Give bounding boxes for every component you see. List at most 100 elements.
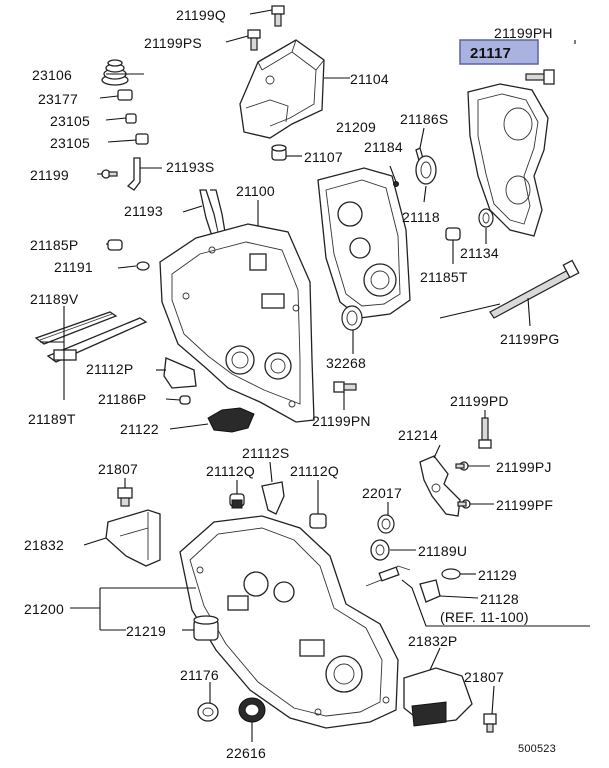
label-21128[interactable]: 21128: [480, 591, 519, 607]
bolt-21199Q-drawing: [271, 5, 285, 27]
label-21189U[interactable]: 21189U: [418, 543, 467, 559]
rod-21193S-drawing: [126, 157, 141, 191]
bracket-21200-lines: [70, 587, 196, 631]
label-21107[interactable]: 21107: [304, 149, 343, 165]
label-21200[interactable]: 21200: [24, 601, 64, 617]
seal-21189U-drawing: [370, 539, 390, 561]
label-21199PN[interactable]: 21199PN: [312, 413, 371, 429]
label-21186S[interactable]: 21186S: [400, 111, 448, 127]
label-23177[interactable]: 23177: [38, 91, 78, 107]
label-21209[interactable]: 21209: [336, 119, 376, 135]
label-21134[interactable]: 21134: [460, 245, 499, 261]
ref-bracket-lines: [401, 579, 590, 627]
bolt-21199PN-drawing: [333, 381, 357, 393]
leader-lines: [63, 9, 576, 742]
label-21189T[interactable]: 21189T: [28, 411, 76, 427]
gasket-21112P-drawing: [163, 357, 197, 389]
label-23106[interactable]: 23106: [32, 67, 72, 83]
label-21189V[interactable]: 21189V: [30, 291, 79, 307]
label-21199PS[interactable]: 21199PS: [144, 35, 202, 51]
bolt-21199PD-drawing: [478, 417, 492, 449]
cover-21832P-drawing: [403, 667, 473, 727]
seal-22616-drawing: [238, 697, 266, 723]
label-21191[interactable]: 21191: [54, 259, 93, 275]
plug-21185T-drawing: [445, 227, 461, 241]
bracket-21214-drawing: [419, 455, 461, 517]
label-21199PD[interactable]: 21199PD: [450, 393, 509, 409]
label-21199PG[interactable]: 21199PG: [500, 331, 560, 347]
seal-21112S-drawing: [261, 481, 285, 515]
cover-21117-drawing: [467, 83, 549, 237]
bushing-21112Qa-drawing: [229, 493, 245, 509]
bushing-21219-drawing: [193, 615, 219, 641]
label-21185P[interactable]: 21185P: [30, 237, 78, 253]
label-22017[interactable]: 22017: [362, 485, 402, 501]
label-21199PJ[interactable]: 21199PJ: [496, 459, 552, 475]
ring-22017-drawing: [377, 514, 395, 534]
part-21129-drawing: [441, 568, 461, 580]
label-21104[interactable]: 21104: [350, 71, 389, 87]
label-21807-lower[interactable]: 21807: [464, 669, 504, 685]
diagram-number: 500523: [518, 743, 556, 755]
label-22616[interactable]: 22616: [226, 745, 266, 761]
label-21193S[interactable]: 21193S: [166, 159, 214, 175]
bolt-21199PJ-drawing: [455, 461, 469, 471]
label-32268[interactable]: 32268: [326, 355, 366, 371]
label-21193[interactable]: 21193: [124, 203, 163, 219]
label-23105-a[interactable]: 23105: [50, 113, 90, 129]
label-21176[interactable]: 21176: [180, 667, 219, 683]
bolt-21199PH-drawing: [525, 69, 555, 85]
label-ref-11-100[interactable]: (REF. 11-100): [440, 609, 529, 625]
case-21100-drawing: [159, 223, 315, 423]
label-23105-b[interactable]: 23105: [50, 135, 90, 151]
part-labels: 21199Q 21199PS 21199PH 21117 23106 21104…: [24, 7, 560, 761]
label-21185T[interactable]: 21185T: [420, 269, 468, 285]
label-21117-highlight: [460, 40, 538, 64]
part-21128-drawing: [419, 579, 441, 603]
label-21118[interactable]: 21118: [402, 209, 440, 225]
case-21209-drawing: [317, 167, 411, 319]
guard-21122-drawing: [207, 407, 255, 433]
label-21219[interactable]: 21219: [126, 623, 166, 639]
bracket-21104-drawing: [239, 39, 325, 139]
label-21199Q[interactable]: 21199Q: [176, 7, 226, 23]
label-21117-highlight-border: [459, 39, 539, 65]
label-21122[interactable]: 21122: [120, 421, 159, 437]
label-21184[interactable]: 21184: [364, 139, 403, 155]
label-21214[interactable]: 21214: [398, 427, 438, 443]
label-21199PH[interactable]: 21199PH: [494, 25, 553, 41]
bolt-21807a-drawing: [117, 487, 133, 507]
bolt-21199PG-drawing: [489, 259, 580, 319]
plug-21185P-drawing: [107, 239, 123, 251]
boot-23106-drawing: [101, 59, 129, 86]
bushing-21112Qb-drawing: [309, 513, 327, 529]
label-21199PF[interactable]: 21199PF: [496, 497, 553, 513]
label-21100[interactable]: 21100: [236, 183, 275, 199]
bushing-23105b-drawing: [135, 133, 149, 145]
bolt-21199PS-drawing: [247, 29, 261, 51]
label-21807-upper[interactable]: 21807: [98, 461, 138, 477]
label-21832P[interactable]: 21832P: [408, 633, 457, 649]
label-21112S[interactable]: 21112S: [242, 445, 289, 461]
clip-23177-drawing: [117, 89, 133, 101]
pin-21184-drawing: [393, 181, 399, 187]
housing-21200-drawing: [179, 515, 399, 729]
harness-21189T-drawing: [46, 317, 148, 363]
ring-32268-drawing: [341, 305, 363, 331]
seal-21176-drawing: [197, 702, 219, 722]
label-21112Q-left[interactable]: 21112Q: [206, 463, 255, 479]
label-21112Q-right[interactable]: 21112Q: [290, 463, 339, 479]
bushing-23105a-drawing: [125, 113, 137, 124]
pin-21186P-drawing: [179, 395, 191, 405]
label-21186P[interactable]: 21186P: [98, 391, 146, 407]
label-21199[interactable]: 21199: [30, 167, 69, 183]
label-21129[interactable]: 21129: [478, 567, 517, 583]
plug-21107-drawing: [271, 144, 287, 161]
bracket-21832-drawing: [105, 509, 161, 567]
label-21832[interactable]: 21832: [24, 537, 64, 553]
label-21112P[interactable]: 21112P: [86, 361, 133, 377]
bracket-21189-lines: [40, 312, 65, 370]
leader-21199PG-extra: [439, 303, 501, 319]
label-21117[interactable]: 21117: [470, 45, 511, 62]
